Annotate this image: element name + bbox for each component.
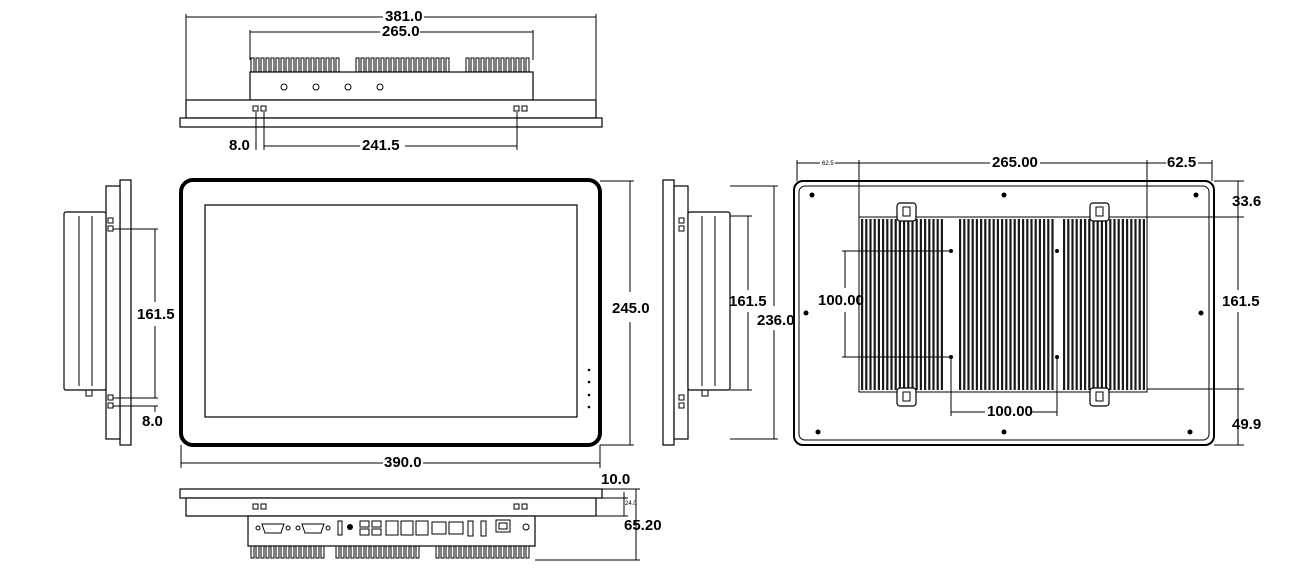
top-bracket-offset-label: 8.0 <box>229 137 250 154</box>
top-view: 381.0 265.0 8.0 241.5 <box>179 8 603 154</box>
right-side-view: 161.5 236.0 <box>662 179 795 446</box>
top-heatsink-fins <box>250 57 533 73</box>
rear-view: 62.5 265.00 62.5 33.6 161.5 49.9 100.00 … <box>793 154 1261 446</box>
front-width-label: 390.0 <box>384 454 422 471</box>
front-view: 245.0 390.0 <box>179 178 650 471</box>
left-bracket-offset-label: 8.0 <box>142 413 163 430</box>
front-screen <box>204 204 578 418</box>
bottom-heatsink-fins <box>250 545 530 559</box>
right-height-label: 236.0 <box>757 312 795 329</box>
bottom-view: 10.0 24.0 65.20 <box>179 471 662 561</box>
top-bracket-spacing-label: 241.5 <box>362 137 400 154</box>
top-overall-width-label: 381.0 <box>385 8 423 25</box>
top-screw-holes <box>280 83 384 91</box>
top-heatsink-width-label: 265.0 <box>382 23 420 40</box>
io-ports <box>255 519 530 537</box>
rear-small-offset-label: 62.5 <box>822 161 834 167</box>
rear-mount-spacing-label: 161.5 <box>1222 293 1260 310</box>
right-bracket-spacing-label: 161.5 <box>729 293 767 310</box>
left-side-view: 161.5 8.0 <box>63 179 175 446</box>
bottom-bezel-label: 10.0 <box>601 471 630 488</box>
rear-bottom-offset-label: 49.9 <box>1232 416 1261 433</box>
rear-heatsink-fins <box>861 219 1145 390</box>
rear-top-offset-label: 33.6 <box>1232 193 1261 210</box>
front-indicator-leds <box>587 368 591 409</box>
rear-vesa-vertical-label: 100.00 <box>818 292 864 309</box>
bottom-depth-small-label: 24.0 <box>625 501 637 507</box>
front-height-label: 245.0 <box>612 300 650 317</box>
rear-vesa-horizontal-label: 100.00 <box>987 403 1033 420</box>
bottom-depth-total-label: 65.20 <box>624 517 662 534</box>
left-bracket-spacing-label: 161.5 <box>137 306 175 323</box>
rear-right-offset-label: 62.5 <box>1167 154 1196 171</box>
rear-heatsink-width-label: 265.00 <box>992 154 1038 171</box>
